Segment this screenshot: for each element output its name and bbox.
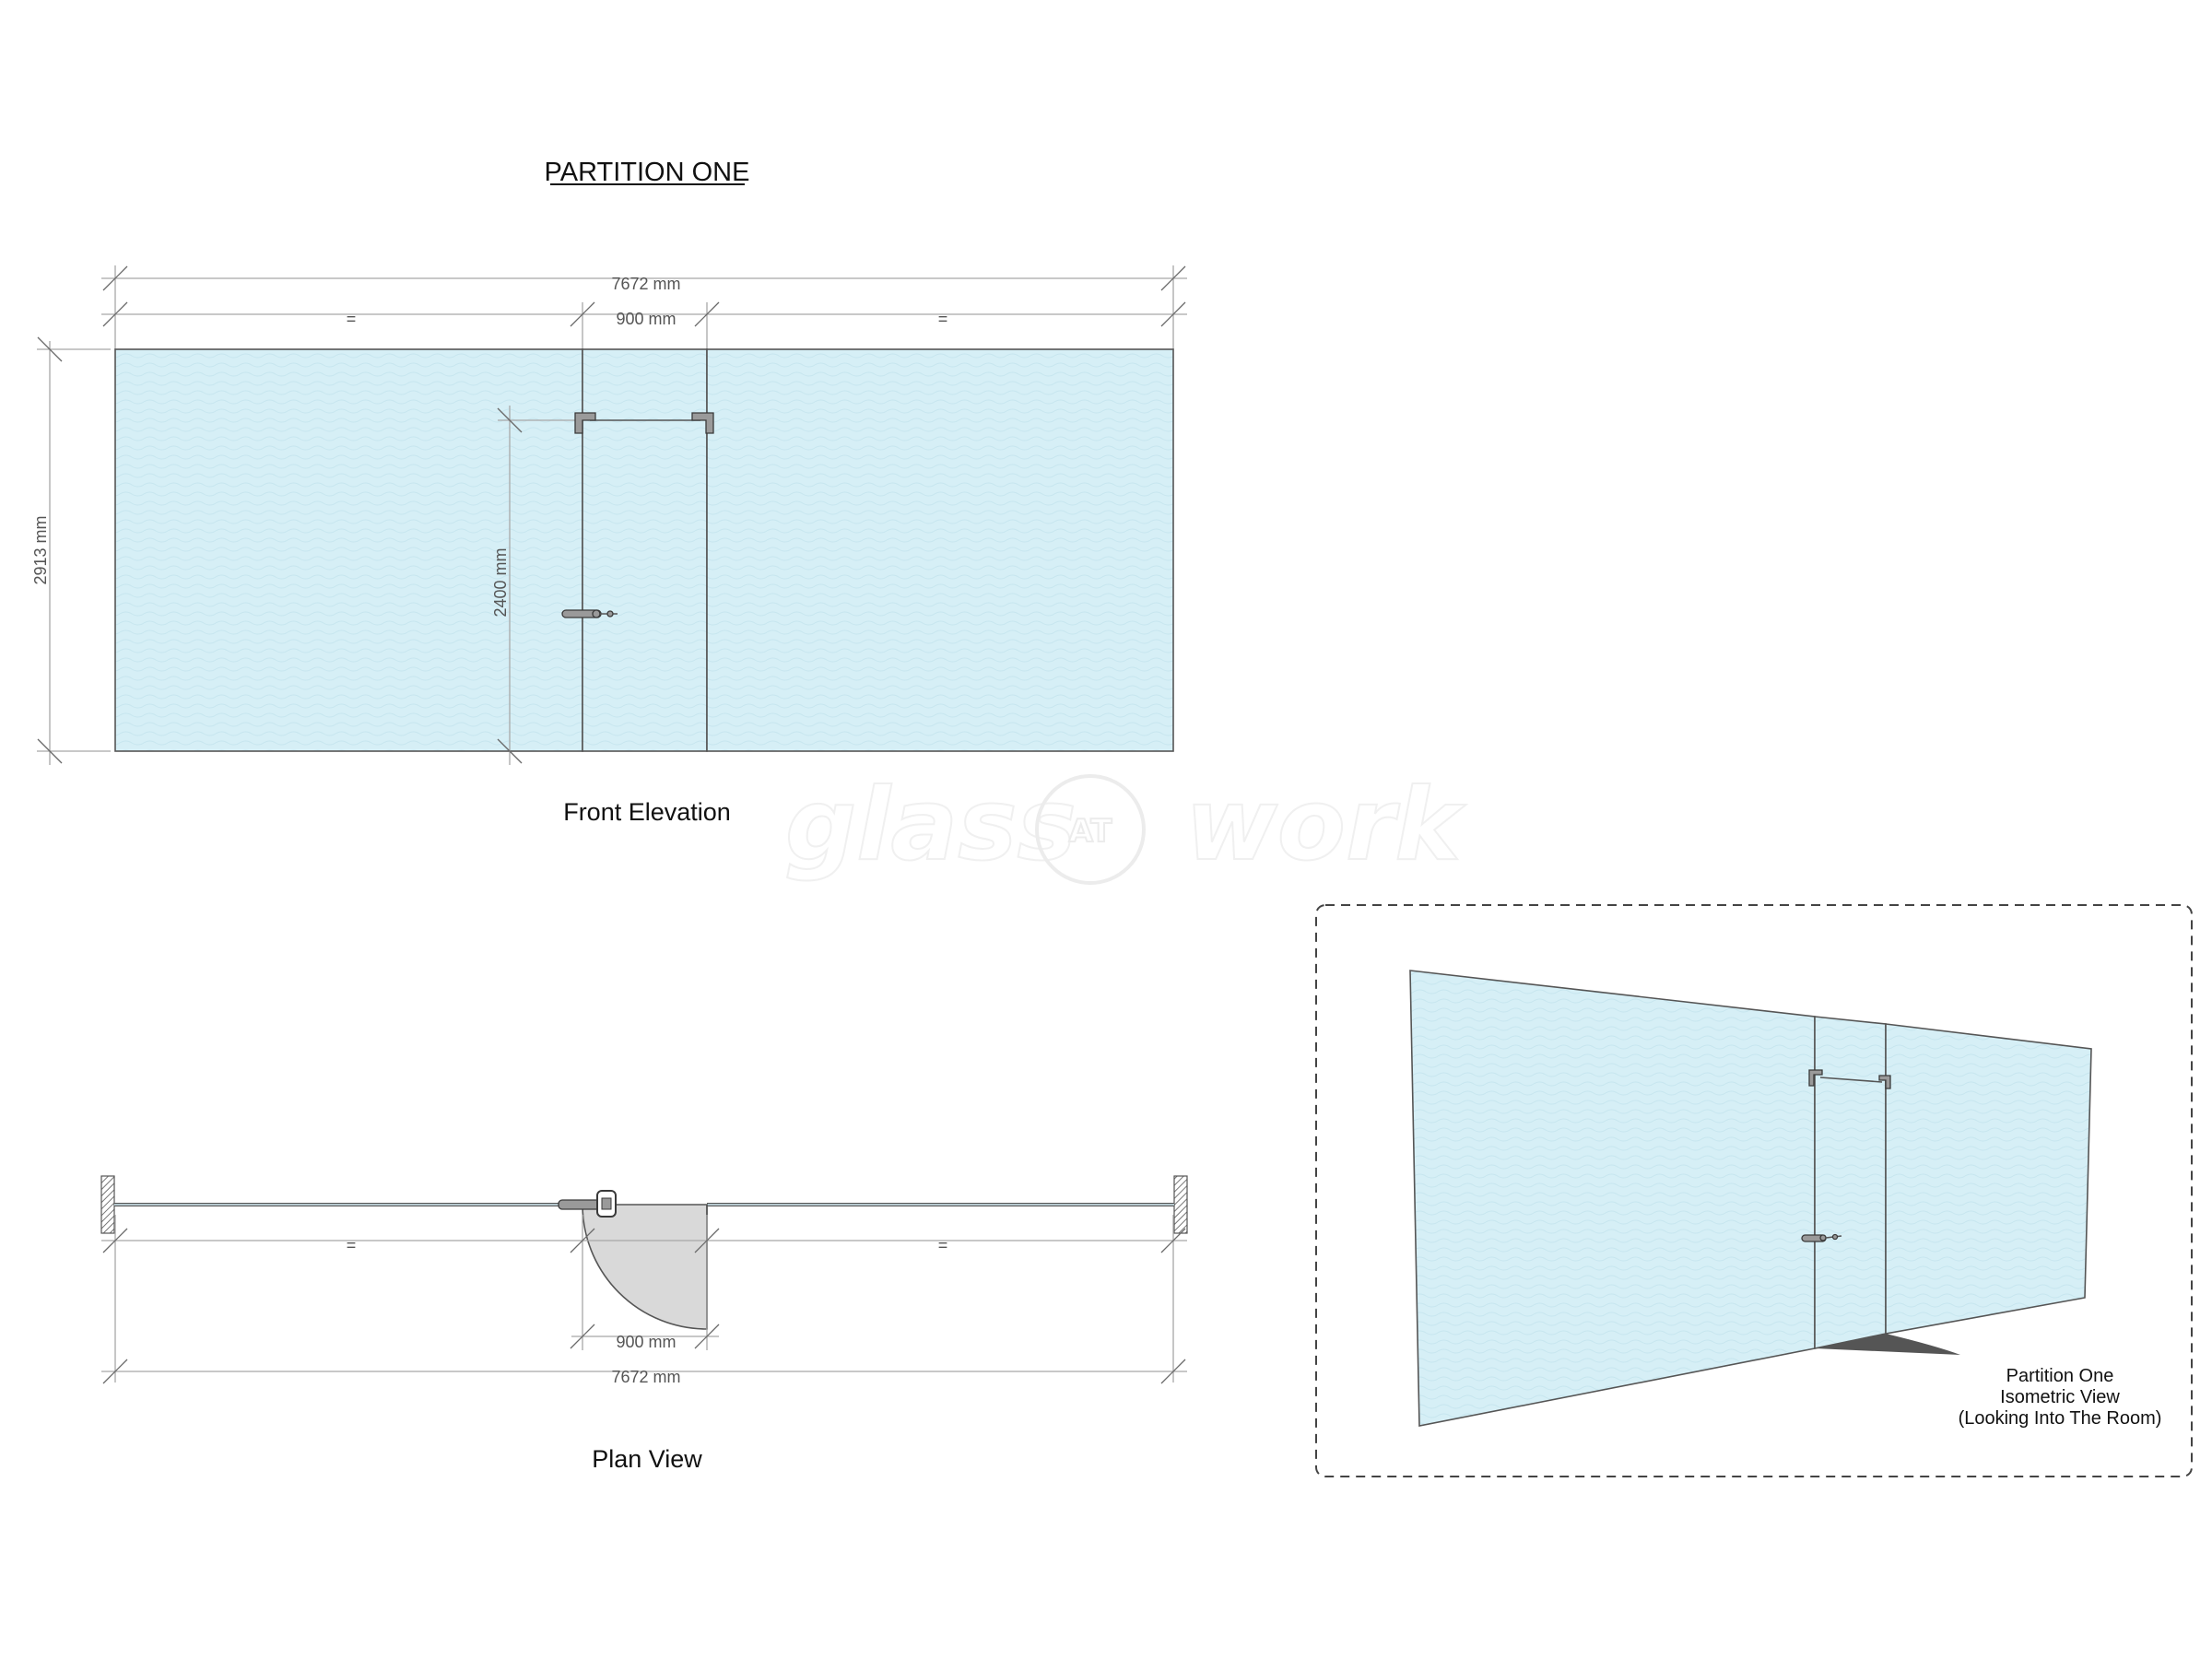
iso-top-left-fitting-icon	[1808, 1069, 1823, 1087]
segment-dimension	[101, 301, 1187, 350]
iso-caption-line2: Isometric View	[2000, 1387, 2120, 1407]
overall-width-label: 7672 mm	[611, 275, 680, 293]
plan-left-equal-label: =	[347, 1236, 357, 1254]
iso-left-glass-panel	[1409, 970, 1816, 1427]
left-panel-equal-label: =	[347, 310, 357, 328]
door-glass-panel	[582, 348, 708, 752]
iso-caption-line3: (Looking Into The Room)	[1959, 1408, 2162, 1429]
plan-overall-dimension	[101, 1359, 1187, 1384]
plan-door-width-label: 900 mm	[616, 1333, 676, 1351]
height-label: 2913 mm	[31, 515, 50, 584]
door-swing-arc	[582, 1204, 708, 1330]
top-left-patch-fitting-icon	[574, 412, 596, 434]
isometric-frame	[1315, 904, 2193, 1477]
iso-door-glass-panel	[1814, 1016, 1887, 1349]
iso-door-top-rail	[1819, 1077, 1883, 1083]
iso-door-handle-icon	[1801, 1233, 1842, 1242]
door-width-label: 900 mm	[616, 310, 676, 328]
svg-text:work: work	[1185, 768, 1466, 883]
iso-top-right-fitting-icon	[1878, 1075, 1891, 1089]
door-fitting-plan-icon	[558, 1190, 617, 1218]
left-wall-icon	[100, 1175, 115, 1234]
top-right-patch-fitting-icon	[691, 412, 714, 434]
plan-right-equal-label: =	[938, 1236, 948, 1254]
iso-right-glass-panel	[1885, 1023, 2092, 1335]
plan-view-caption: Plan View	[592, 1445, 702, 1473]
door-height-dimension	[497, 406, 582, 765]
height-dimension	[37, 336, 111, 765]
door-height-label: 2400 mm	[491, 547, 510, 617]
left-glass-panel	[114, 348, 583, 752]
overall-width-dimension	[101, 265, 1187, 350]
door-handle-icon	[561, 609, 618, 618]
plan-overall-width-label: 7672 mm	[611, 1368, 680, 1386]
watermark: glass AT work	[784, 767, 1467, 885]
iso-caption-line1: Partition One	[2006, 1366, 2114, 1386]
svg-text:AT: AT	[1069, 813, 1113, 850]
right-glass-panel	[706, 348, 1174, 752]
plan-segment-dimension	[101, 1215, 1187, 1382]
plan-door-dimension	[570, 1324, 720, 1349]
isometric-view: Partition One Isometric View (Looking In…	[1315, 904, 2193, 1477]
right-panel-equal-label: =	[938, 310, 948, 328]
front-elevation: 7672 mm = 900 mm = 2913 mm	[31, 265, 1187, 765]
right-wall-icon	[1173, 1175, 1188, 1234]
iso-door-swing-shadow	[1815, 1334, 1960, 1355]
svg-text:glass: glass	[785, 768, 1077, 883]
plan-view: = = 900 mm 7672 mm	[100, 1175, 1188, 1386]
front-elevation-caption: Front Elevation	[563, 798, 731, 826]
drawing-title: PARTITION ONE	[545, 158, 750, 187]
